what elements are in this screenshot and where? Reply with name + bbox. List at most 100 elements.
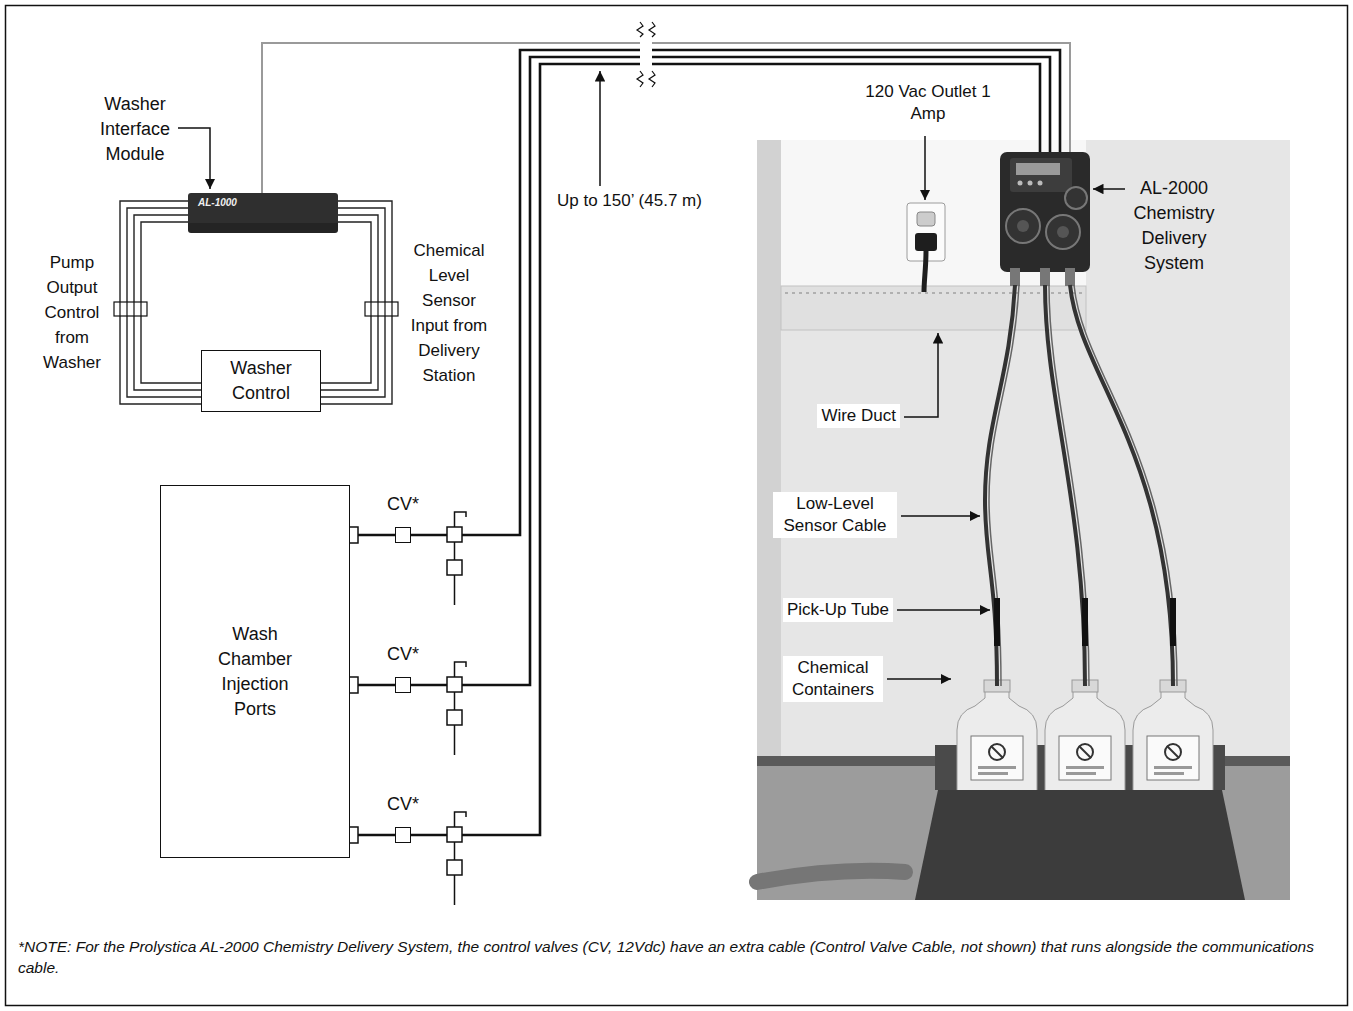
chemical-jug [1133, 680, 1213, 800]
signal-bundle-path [321, 222, 371, 383]
chemical-tubing-part [1045, 285, 1085, 686]
tee-fitting-part [447, 560, 462, 575]
frame [6, 6, 1348, 1006]
cable-coupler-part [371, 302, 392, 316]
cable-coupler-part [114, 302, 147, 316]
wire-duct-part [785, 292, 1082, 294]
delivery-unit-part [1018, 181, 1023, 186]
node-label: AL-1000 [198, 197, 237, 209]
chemical-jug-part [989, 744, 1005, 760]
chemical-jug-part [1077, 744, 1093, 760]
photo-background-part [757, 140, 1290, 760]
chemical-tubing-part [989, 285, 1019, 686]
chemical-jug-part [1165, 744, 1181, 760]
leader-line-part [897, 609, 990, 611]
chemical-jug-part [1045, 690, 1125, 800]
leader-line-part [924, 136, 926, 200]
delivery-unit-part [1028, 181, 1033, 186]
delivery-unit-part [1017, 220, 1029, 232]
tee-fitting-part [447, 527, 462, 542]
chemical-tubing-part [1074, 285, 1177, 686]
control-valve: CV* [395, 677, 411, 693]
wall-outlet [907, 203, 945, 292]
chemical-jug-part [971, 736, 1023, 780]
break-mark-part [637, 22, 655, 87]
chemical-tubing-part [1049, 285, 1089, 686]
interface-module: Washer Interface ModuleAL-1000 [188, 193, 338, 233]
chemical-jug [1045, 680, 1125, 800]
leader-line-part [887, 678, 951, 680]
chamber-box: Wash Chamber Injection Ports [160, 485, 350, 858]
tee-fitting-part [455, 812, 467, 827]
break-mark-part [640, 37, 652, 71]
tray-front [915, 790, 1245, 900]
node-heading: AL-2000 Chemistry Delivery System [1118, 176, 1230, 276]
chemical-jug [957, 680, 1037, 800]
control-valve: CV* [395, 827, 411, 843]
node-heading: Washer Interface Module [88, 92, 182, 167]
chemical-tubing-part [994, 598, 1000, 646]
chemical-line-path [411, 50, 1060, 535]
cable-coupler [114, 302, 398, 316]
chemical-jug-part [1059, 736, 1111, 780]
cable-coupler-part [120, 302, 141, 316]
chemical-jug-part [978, 766, 1016, 769]
communications-cable [262, 43, 1070, 193]
wire-duct [781, 286, 1086, 330]
delivery-unit-part [1006, 209, 1040, 243]
tee-fitting-part [455, 512, 467, 527]
tray-front-part [915, 790, 1245, 900]
leader-line-part [599, 71, 601, 186]
tee-fitting [447, 512, 466, 905]
tee-fitting-part [447, 860, 462, 875]
chemical-jug-part [978, 772, 1008, 775]
leader-line-part [178, 128, 210, 189]
chemical-line [411, 64, 1040, 835]
chemical-jug-part [991, 746, 1003, 758]
cable-coupler-part [365, 302, 398, 316]
leader-line-part [1093, 188, 1125, 190]
chemical-line-path [411, 57, 1050, 685]
photo-background-part [757, 140, 781, 760]
node-heading: CV* [387, 642, 419, 667]
length-note: Up to 150’ (45.7 m) [553, 189, 706, 213]
wall-outlet-part [915, 233, 937, 251]
chemical-jug-part [957, 690, 1037, 800]
communications-cable-path [262, 43, 1070, 193]
edge-label: Pump Output Control from Washer [28, 250, 116, 375]
chemical-jug-part [1154, 772, 1184, 775]
part-label: Low-Level Sensor Cable [773, 492, 897, 538]
node-heading: CV* [387, 492, 419, 517]
wall-outlet-part [924, 251, 926, 292]
tee-fitting-part [447, 710, 462, 725]
chemical-jug-part [1147, 736, 1199, 780]
chemical-line [411, 50, 1060, 535]
part-label: Pick-Up Tube [783, 598, 893, 622]
chemical-jug-part [1066, 772, 1096, 775]
chemical-line-path [411, 64, 1040, 835]
delivery-unit-part [1065, 187, 1087, 209]
delivery-unit-part [1038, 181, 1043, 186]
delivery-unit-part [1065, 268, 1075, 286]
chemical-tubing [985, 285, 1177, 686]
control-valve: CV* [395, 527, 411, 543]
tee-fitting-part [455, 662, 467, 677]
photo-background-part [757, 871, 905, 882]
signal-bundle-path [141, 222, 201, 383]
delivery-system: AL-2000 Chemistry Delivery System [1000, 152, 1090, 272]
node-heading: CV* [387, 792, 419, 817]
node-label: Wash Chamber Injection Ports [205, 622, 305, 722]
chemical-jug-part [1079, 746, 1091, 758]
part-label: Wire Duct [817, 404, 900, 428]
delivery-unit-part [1010, 268, 1020, 286]
delivery-unit-part [1000, 152, 1090, 272]
chemical-jug-part [1133, 690, 1213, 800]
photo-background-part [757, 140, 1290, 900]
delivery-unit-part [1057, 226, 1069, 238]
wall-outlet-part [917, 212, 935, 226]
tee-fitting-part [447, 827, 462, 842]
chemical-tubing-part [1170, 598, 1176, 646]
chemical-line [411, 57, 1050, 685]
delivery-unit-part [1046, 215, 1080, 249]
